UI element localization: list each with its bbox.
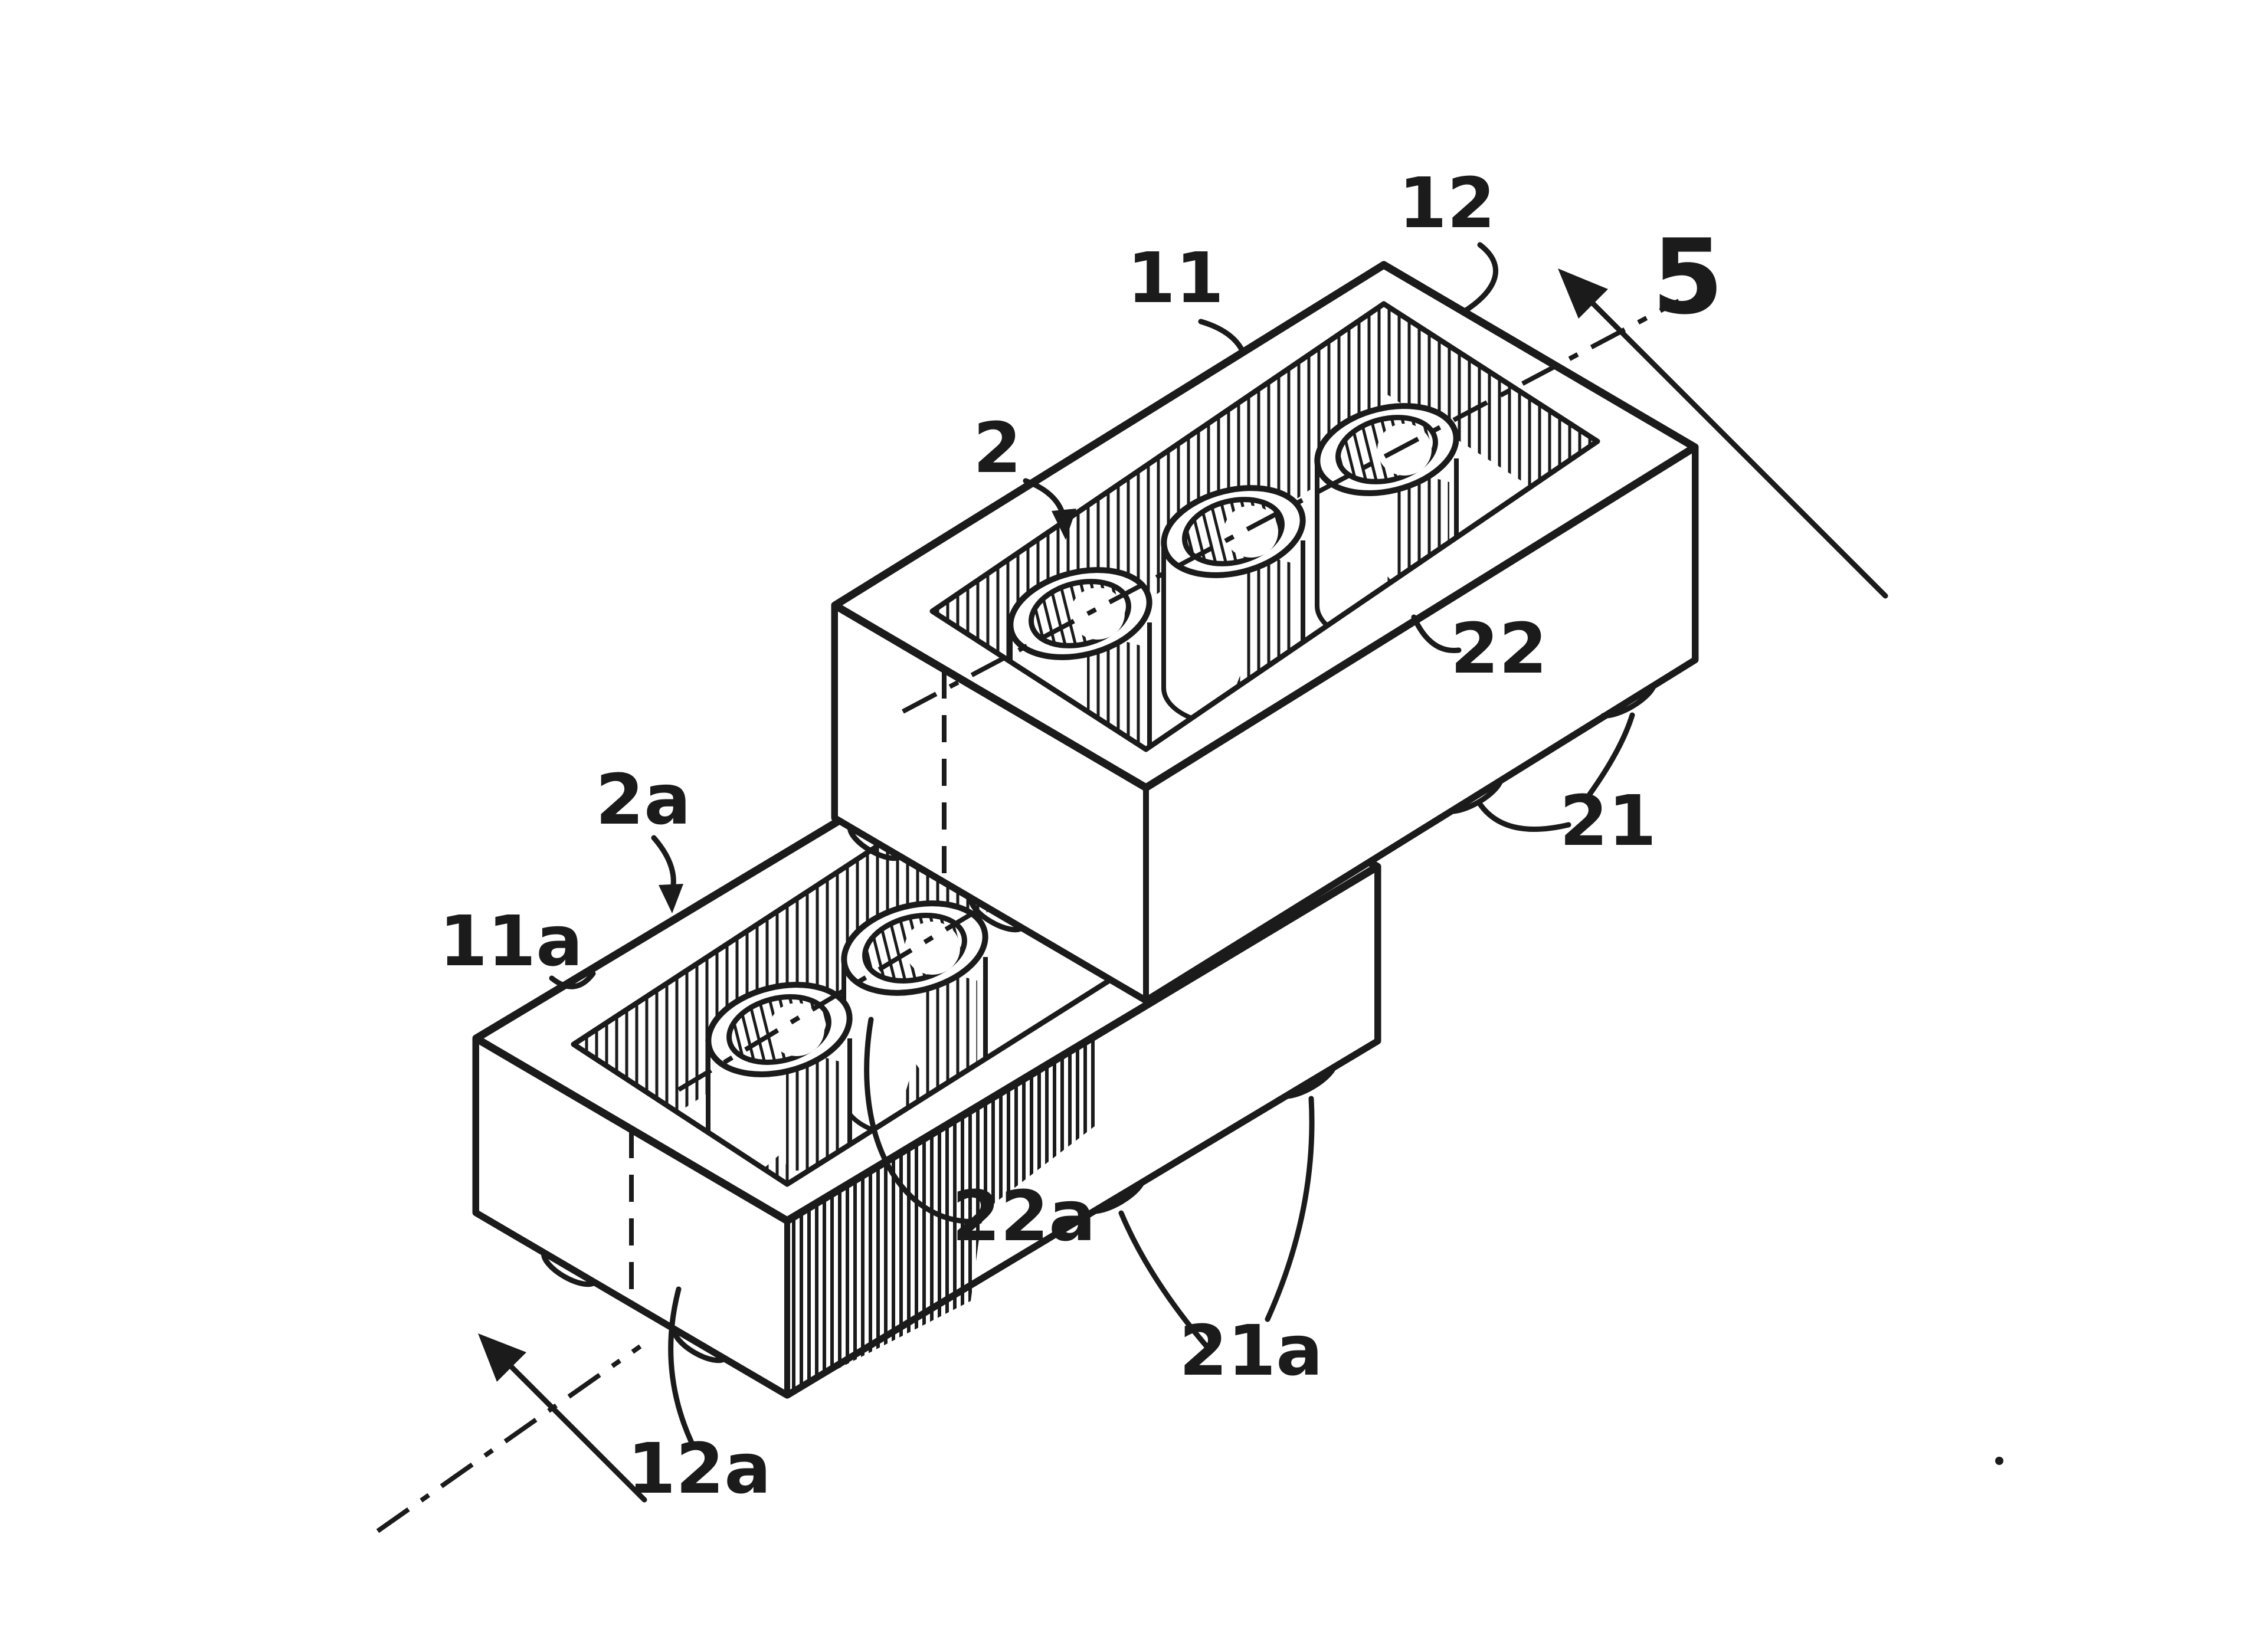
label-section-5: 5: [1652, 218, 1724, 337]
lower-center-line: [677, 882, 1023, 1092]
leader-21-a: [1476, 799, 1571, 832]
leader-21-b: [1587, 712, 1635, 797]
stud-bump: [1090, 1179, 1145, 1214]
reference-labels: 11 12 2 22 21 2a 11a 22a 21a 12a: [439, 162, 1656, 1509]
section-indicator-top: 5: [1558, 218, 1888, 599]
label-2: 2: [973, 407, 1021, 489]
leader-12: [1461, 242, 1498, 314]
section-arrowhead-bottom-icon: [478, 1333, 526, 1382]
upper-rim-inner-edge: [929, 301, 1600, 752]
stud-bump: [847, 824, 904, 861]
leader-22a: [864, 1017, 983, 1224]
ink-speck: [1995, 1457, 2003, 1465]
leader-21a-b: [1265, 1096, 1315, 1322]
lower-studs: [541, 1064, 1337, 1363]
upper-inner-wall-hatch-right: [1384, 304, 1597, 530]
upper-rim-outer-edge: [831, 261, 1699, 792]
upper-brick: [831, 261, 1699, 1004]
section-indicator-bottom: [376, 1333, 647, 1533]
label-22a: 22a: [952, 1175, 1096, 1257]
upper-rim-band: [835, 265, 1695, 788]
leader-22: [1411, 614, 1462, 654]
label-21: 21: [1560, 780, 1656, 861]
label-22: 22: [1450, 608, 1547, 689]
upper-studs: [847, 682, 1657, 933]
label-2a: 2a: [595, 759, 691, 840]
leader-2a-arrowhead-icon: [659, 884, 683, 913]
leader-2-arrowhead-icon: [1052, 509, 1076, 540]
bottom-section-center-line: [376, 1344, 642, 1533]
leader-12a: [668, 1286, 695, 1446]
stud-bump: [1282, 1064, 1337, 1099]
stud-bump: [541, 1250, 598, 1287]
section-arrowhead-top-icon: [1558, 268, 1608, 319]
section-line-bottom: [508, 1363, 647, 1503]
leader-11a: [549, 971, 596, 989]
label-11: 11: [1127, 237, 1224, 319]
label-12: 12: [1399, 162, 1495, 244]
stud-bump: [672, 1326, 728, 1363]
label-11a: 11a: [439, 900, 583, 982]
leader-21a-a: [1118, 1210, 1213, 1353]
section-line-top: [1590, 301, 1888, 599]
label-12a: 12a: [627, 1428, 771, 1509]
label-21a: 21a: [1179, 1310, 1323, 1391]
stud-bump: [1600, 682, 1657, 719]
leader-11: [1198, 319, 1245, 352]
upper-center-line: [902, 299, 1680, 714]
stud-bump: [968, 895, 1025, 933]
